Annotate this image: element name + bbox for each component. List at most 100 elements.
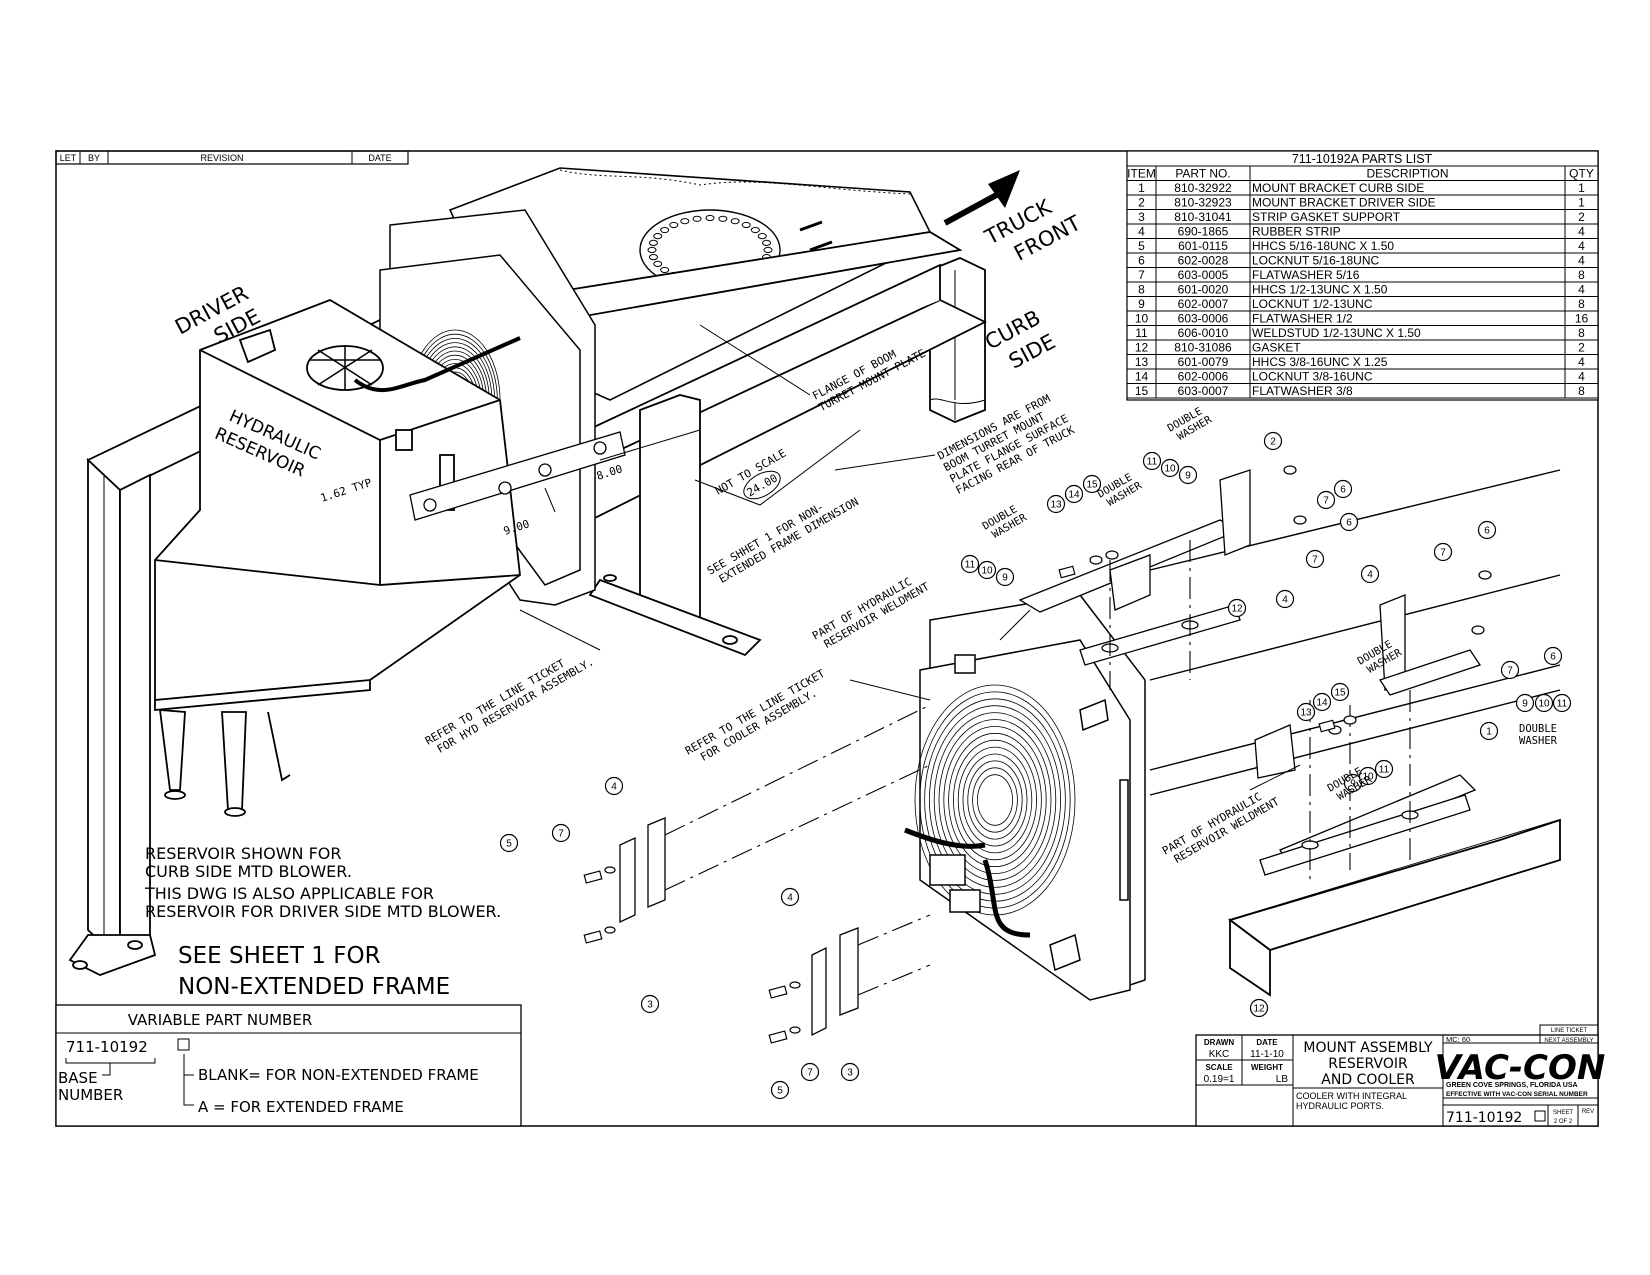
parts-header-cell: QTY bbox=[1569, 167, 1594, 181]
svg-text:14: 14 bbox=[1068, 490, 1080, 501]
mc-label: MC: 60 bbox=[1446, 1035, 1470, 1044]
svg-text:11: 11 bbox=[1379, 765, 1390, 776]
item-balloon-6: 6 bbox=[1333, 479, 1353, 499]
svg-text:11: 11 bbox=[1147, 457, 1158, 468]
refer-hyd-2: FOR HYD RESERVOIR ASSEMBLY. bbox=[435, 655, 596, 756]
svg-text:6: 6 bbox=[1550, 652, 1556, 663]
item-balloon-11: 11 bbox=[1552, 693, 1572, 713]
svg-text:4: 4 bbox=[1282, 595, 1288, 606]
svg-text:15: 15 bbox=[1334, 688, 1346, 699]
parts-row-cell: 6 bbox=[1138, 254, 1145, 268]
parts-row-cell: 14 bbox=[1135, 370, 1149, 384]
cooler-lower bbox=[904, 594, 1146, 1001]
svg-text:5: 5 bbox=[506, 839, 512, 850]
item-balloon-9: 9 bbox=[1343, 773, 1363, 793]
see-sheet-big-1: SEE SHEET 1 FOR bbox=[178, 943, 381, 969]
parts-row-cell: 10 bbox=[1135, 312, 1149, 326]
item-balloon-6: 6 bbox=[1477, 520, 1497, 540]
item-balloon-4: 4 bbox=[1360, 564, 1380, 584]
item-balloon-4: 4 bbox=[1275, 589, 1295, 609]
svg-text:7: 7 bbox=[1312, 555, 1318, 566]
parts-row-cell: 4 bbox=[1138, 225, 1145, 239]
parts-row-cell: 8 bbox=[1578, 326, 1585, 340]
svg-text:4: 4 bbox=[611, 782, 617, 793]
date-label: DATE bbox=[1256, 1038, 1278, 1047]
parts-row-cell: 8 bbox=[1578, 297, 1585, 311]
see-sheet1-dim-2: EXTENDED FRAME DIMENSION bbox=[717, 495, 861, 586]
parts-row-cell: 603-0007 bbox=[1178, 384, 1229, 398]
parts-row-cell: 9 bbox=[1138, 297, 1145, 311]
item-balloon-5: 5 bbox=[499, 833, 519, 853]
item-balloon-4: 4 bbox=[780, 887, 800, 907]
item-balloon-15: 15 bbox=[1082, 474, 1102, 494]
item-balloon-14: 14 bbox=[1064, 484, 1084, 504]
parts-row-cell: HHCS 3/8-16UNC X 1.25 bbox=[1252, 355, 1388, 369]
parts-row-cell: HHCS 5/16-18UNC X 1.50 bbox=[1252, 239, 1394, 253]
svg-text:12: 12 bbox=[1253, 1004, 1265, 1015]
parts-header-cell: ITEM bbox=[1127, 167, 1156, 181]
blank-option: BLANK= FOR NON-EXTENDED FRAME bbox=[198, 1066, 479, 1084]
parts-row-cell: 13 bbox=[1135, 355, 1149, 369]
note-line-4: RESERVOIR FOR DRIVER SIDE MTD BLOWER. bbox=[145, 902, 501, 921]
parts-row-cell: 601-0020 bbox=[1178, 283, 1229, 297]
item-balloon-13: 13 bbox=[1046, 494, 1066, 514]
hydraulic-reservoir bbox=[154, 299, 521, 817]
parts-row-cell: LOCKNUT 1/2-13UNC bbox=[1252, 297, 1373, 311]
item-balloon-13: 13 bbox=[1296, 702, 1316, 722]
svg-text:6: 6 bbox=[1484, 526, 1490, 537]
item-balloon-10: 10 bbox=[1160, 458, 1180, 478]
svg-text:15: 15 bbox=[1086, 480, 1098, 491]
parts-row-cell: 7 bbox=[1138, 268, 1145, 282]
title-block: DRAWN KKC DATE 11-1-10 SCALE 0.19=1 WEIG… bbox=[1195, 1024, 1605, 1127]
parts-row-cell: 15 bbox=[1135, 384, 1149, 398]
parts-row-cell: 1 bbox=[1578, 196, 1585, 210]
parts-row-cell: FLATWASHER 5/16 bbox=[1252, 268, 1360, 282]
line-ticket-label: LINE TICKET bbox=[1551, 1028, 1588, 1034]
rev-by-header: BY bbox=[88, 153, 100, 163]
parts-header-cell: PART NO. bbox=[1175, 167, 1230, 181]
variable-part-base-number: 711-10192 bbox=[66, 1038, 148, 1056]
parts-list-title: 711-10192A PARTS LIST bbox=[1292, 152, 1433, 166]
base-label-1: BASE bbox=[58, 1069, 98, 1087]
fasteners bbox=[583, 465, 1492, 1044]
svg-text:9: 9 bbox=[1350, 779, 1356, 790]
parts-row-cell: 2 bbox=[1578, 341, 1585, 355]
parts-row-cell: 810-32923 bbox=[1174, 196, 1232, 210]
svg-text:2: 2 bbox=[1270, 437, 1276, 448]
parts-row-cell: 690-1865 bbox=[1178, 225, 1229, 239]
drawing-notes: RESERVOIR SHOWN FOR CURB SIDE MTD BLOWER… bbox=[144, 844, 501, 1000]
variable-part-title: VARIABLE PART NUMBER bbox=[128, 1011, 313, 1029]
item-balloon-1: 1 bbox=[1479, 721, 1499, 741]
svg-text:10: 10 bbox=[981, 566, 993, 577]
item-balloon-3: 3 bbox=[640, 994, 660, 1014]
parts-row-cell: MOUNT BRACKET CURB SIDE bbox=[1252, 181, 1424, 195]
svg-text:14: 14 bbox=[1316, 698, 1328, 709]
parts-row-cell: WELDSTUD 1/2-13UNC X 1.50 bbox=[1252, 326, 1421, 340]
parts-row-cell: 2 bbox=[1138, 196, 1145, 210]
rev-revision-header: REVISION bbox=[200, 153, 243, 163]
next-assembly-label: NEXT ASSEMBLY bbox=[1544, 1038, 1593, 1044]
rev-label: REV bbox=[1582, 1109, 1594, 1115]
parts-row-cell: 1 bbox=[1578, 181, 1585, 195]
sheet-value: 2 OF 2 bbox=[1554, 1119, 1573, 1125]
parts-row-cell: GASKET bbox=[1252, 341, 1301, 355]
subtitle-line-1: COOLER WITH INTEGRAL bbox=[1296, 1091, 1407, 1101]
svg-text:9: 9 bbox=[1522, 699, 1528, 710]
drawn-value: KKC bbox=[1209, 1049, 1230, 1060]
rev-ltr-header: LET bbox=[60, 153, 77, 163]
svg-text:4: 4 bbox=[787, 893, 793, 904]
parts-row-cell: 810-31086 bbox=[1174, 341, 1232, 355]
parts-row-cell: STRIP GASKET SUPPORT bbox=[1252, 210, 1401, 224]
svg-text:1: 1 bbox=[1486, 727, 1492, 738]
parts-row-cell: 4 bbox=[1578, 283, 1585, 297]
svg-text:13: 13 bbox=[1300, 708, 1312, 719]
variable-part-number-box: VARIABLE PART NUMBER 711-10192 BASE NUMB… bbox=[55, 1004, 522, 1127]
item-balloon-7: 7 bbox=[1500, 660, 1520, 680]
parts-row-cell: 5 bbox=[1138, 239, 1145, 253]
a-option: A = FOR EXTENDED FRAME bbox=[198, 1098, 404, 1116]
parts-row-cell: 603-0005 bbox=[1178, 268, 1229, 282]
parts-row-cell: FLATWASHER 1/2 bbox=[1252, 312, 1353, 326]
parts-row-cell: RUBBER STRIP bbox=[1252, 225, 1341, 239]
item-balloon-5: 5 bbox=[770, 1080, 790, 1100]
